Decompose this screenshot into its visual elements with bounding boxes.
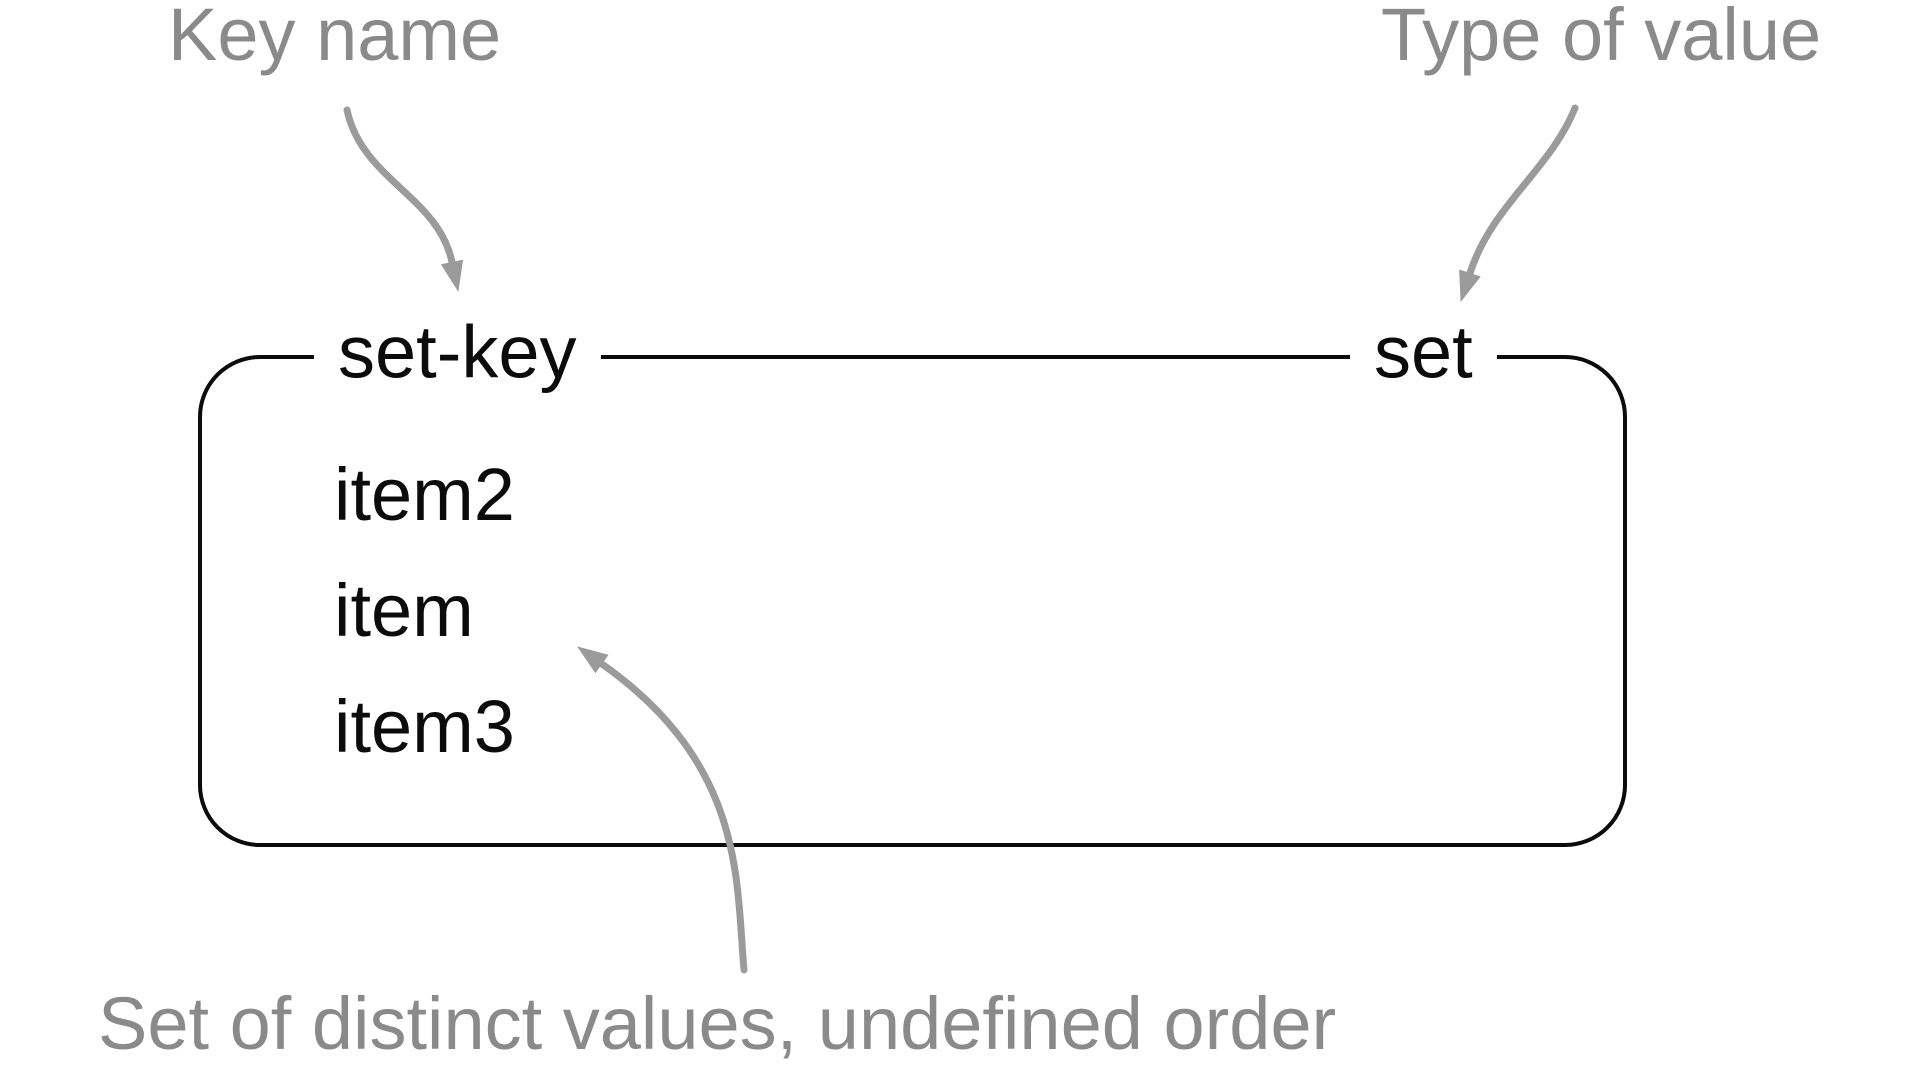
key-name-arrow-icon [343, 106, 464, 292]
set-item: item3 [334, 685, 515, 768]
set-item: item [334, 569, 474, 652]
set-key-name-label: set-key [314, 315, 601, 390]
set-items-list: item2 item item3 [334, 437, 515, 785]
set-description-annotation: Set of distinct values, undefined order [98, 982, 1337, 1065]
type-of-value-annotation: Type of value [1381, 0, 1822, 76]
set-value-box [198, 355, 1627, 847]
key-name-annotation: Key name [168, 0, 502, 76]
set-type-label: set [1350, 315, 1497, 390]
set-item: item2 [334, 453, 515, 536]
type-of-value-arrow-icon [1459, 104, 1579, 303]
